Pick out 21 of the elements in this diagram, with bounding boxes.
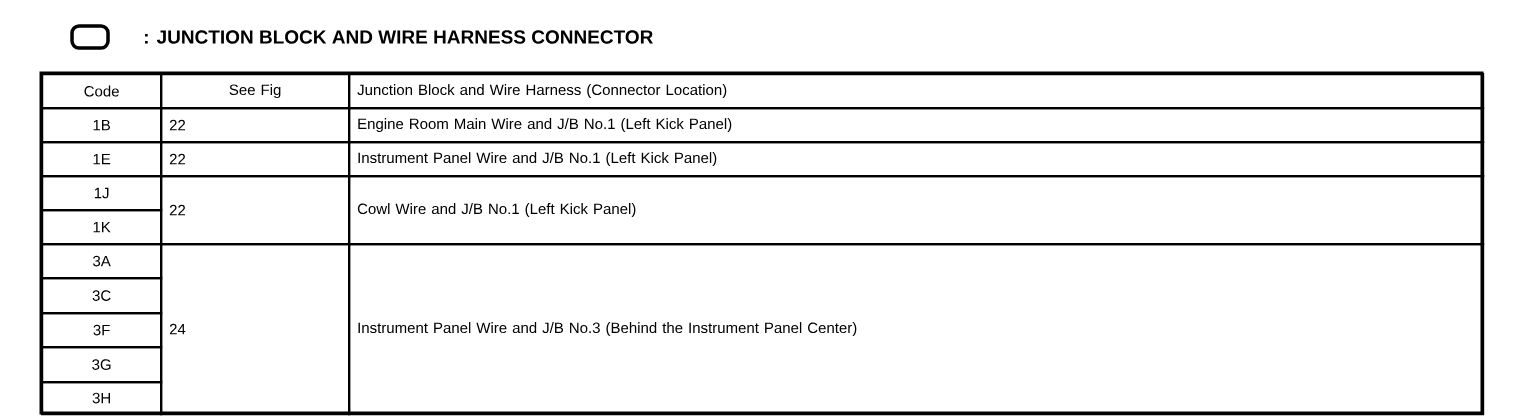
table-cell: 3H [41, 381, 163, 416]
table-cell: 1K [41, 209, 163, 246]
table-cell: Cowl Wire and J/B No.1 (Left Kick Panel) [348, 175, 1485, 246]
table-cell: Instrument Panel Wire and J/B No.1 (Left Kick Panel) [348, 141, 1485, 178]
table-cell: Engine Room Main Wire and J/B No.1 (Left Kick Panel) [348, 107, 1485, 144]
table-cell: Code [41, 73, 163, 110]
table-cell: See Fig [160, 73, 351, 110]
table-cell: 24 [160, 243, 351, 416]
table-cell: 3C [41, 277, 163, 315]
table-cell: Instrument Panel Wire and J/B No.3 (Behind the Instrument Panel Center) [348, 243, 1485, 416]
table-cell: 1B [41, 107, 163, 144]
table-cell: 3G [41, 346, 163, 384]
table-cell: 3A [41, 243, 163, 280]
table-cell: 22 [160, 107, 351, 144]
table-cell: 22 [160, 175, 351, 246]
table-cell: Junction Block and Wire Harness (Connector Location) [348, 73, 1485, 110]
table-cell: 1J [41, 175, 163, 212]
legend-text: : JUNCTION BLOCK AND WIRE HARNESS CONNECTOR [145, 30, 653, 44]
table-cell: 22 [160, 141, 351, 178]
table-cell: 1E [41, 141, 163, 178]
table-cell: 3F [41, 312, 163, 349]
